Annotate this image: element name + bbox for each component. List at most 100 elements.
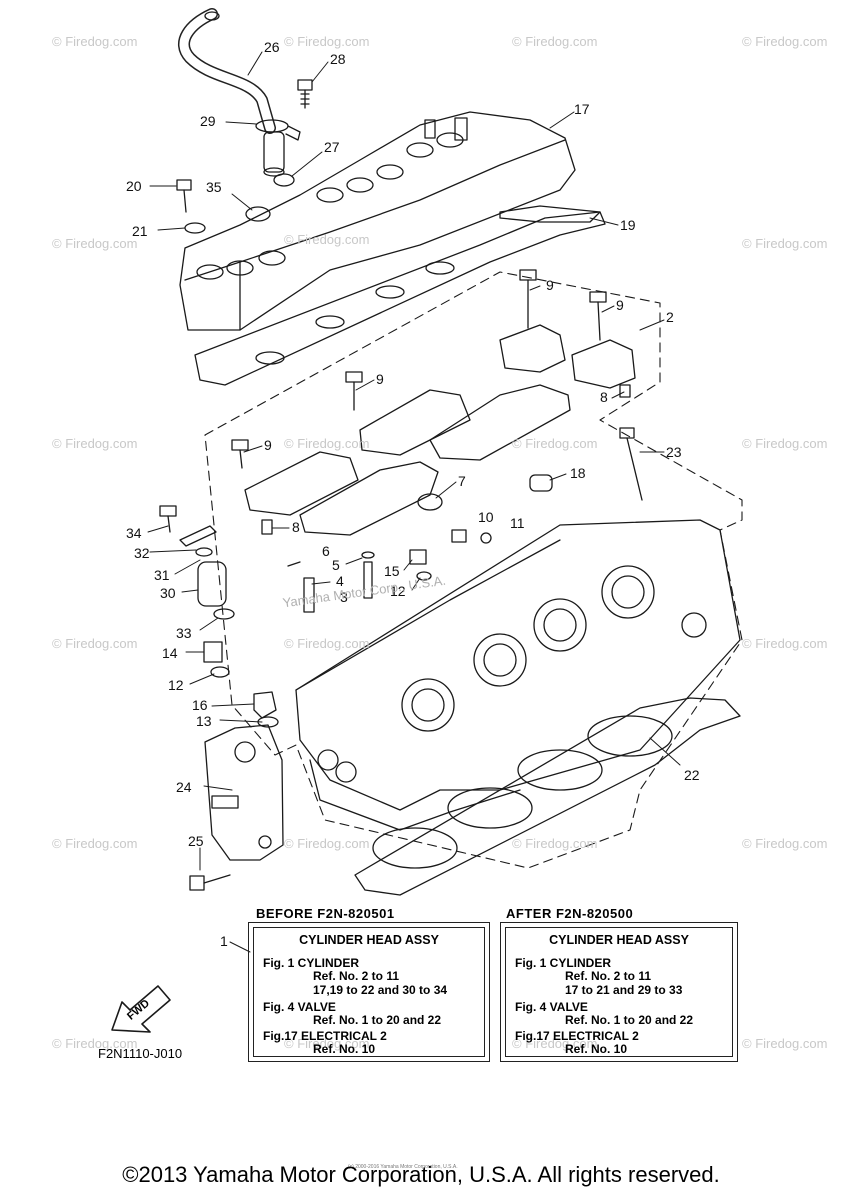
before-box-title: CYLINDER HEAD ASSY xyxy=(299,933,439,947)
callout-34: 34 xyxy=(126,525,142,541)
cam-cap-lower xyxy=(231,439,439,536)
callout-21: 21 xyxy=(132,223,148,239)
watermark-14: © Firedog.com xyxy=(742,636,828,651)
before-box: CYLINDER HEAD ASSY Fig. 1 CYLINDER Ref. … xyxy=(248,922,490,1062)
watermark-22: © Firedog.com xyxy=(742,1036,828,1051)
hose-clamp xyxy=(255,119,301,177)
watermark-7: © Firedog.com xyxy=(742,236,828,251)
callout-31: 31 xyxy=(154,567,170,583)
watermark-16: © Firedog.com xyxy=(284,836,370,851)
callout-10: 10 xyxy=(478,509,494,525)
callout-14: 14 xyxy=(162,645,178,661)
left-parts xyxy=(159,505,279,728)
before-line-5: Ref. No. 1 to 20 and 22 xyxy=(313,1013,442,1027)
callout-4: 4 xyxy=(336,573,344,589)
pin-6 xyxy=(287,561,301,567)
watermark-20: © Firedog.com xyxy=(284,1036,370,1051)
watermark-12: © Firedog.com xyxy=(52,636,138,651)
leader-lines xyxy=(147,51,681,953)
callout-25: 25 xyxy=(188,833,204,849)
callout-32: 32 xyxy=(134,545,150,561)
callout-29: 29 xyxy=(200,113,216,129)
watermark-10: © Firedog.com xyxy=(512,436,598,451)
plate-24 xyxy=(189,724,284,891)
watermark-4: © Firedog.com xyxy=(742,34,828,49)
before-line-4: Fig. 4 VALVE xyxy=(263,1000,336,1014)
watermark-21: © Firedog.com xyxy=(512,1036,598,1051)
before-line-2: Ref. No. 2 to 11 xyxy=(313,969,400,983)
after-line-7: Ref. No. 10 xyxy=(565,1042,628,1056)
callout-8b: 8 xyxy=(292,519,300,535)
cam-cap-middle xyxy=(345,371,571,461)
callout-16: 16 xyxy=(192,697,208,713)
head-cover xyxy=(179,111,576,331)
callout-9b: 9 xyxy=(616,297,624,313)
after-line-6: Fig.17 ELECTRICAL 2 xyxy=(515,1029,639,1043)
small-copyright: (c) 2000-2016 Yamaha Motor Corporation, … xyxy=(348,1164,458,1170)
callout-27: 27 xyxy=(324,139,340,155)
watermark-1: © Firedog.com xyxy=(52,34,138,49)
before-line-1: Fig. 1 CYLINDER xyxy=(263,956,360,970)
watermark-6: © Firedog.com xyxy=(284,232,370,247)
callout-3: 3 xyxy=(340,589,348,605)
watermark-9: © Firedog.com xyxy=(284,436,370,451)
callout-19: 19 xyxy=(620,217,636,233)
before-header: BEFORE F2N-820501 xyxy=(256,906,395,921)
watermark-2: © Firedog.com xyxy=(284,34,370,49)
callout-6: 6 xyxy=(322,543,330,559)
callout-1: 1 xyxy=(220,933,228,949)
callout-30: 30 xyxy=(160,585,176,601)
clip-5 xyxy=(361,551,375,559)
callout-7: 7 xyxy=(458,473,466,489)
bolt-28 xyxy=(297,79,313,109)
callout-9d: 9 xyxy=(264,437,272,453)
nut-15 xyxy=(409,549,427,565)
after-box-inner xyxy=(505,927,733,1057)
after-line-5: Ref. No. 1 to 20 and 22 xyxy=(565,1013,694,1027)
head-gasket xyxy=(354,697,741,896)
callout-18: 18 xyxy=(570,465,586,481)
bolt-20 xyxy=(176,179,206,234)
callout-35: 35 xyxy=(206,179,222,195)
callout-17: 17 xyxy=(574,101,590,117)
watermark-17: © Firedog.com xyxy=(512,836,598,851)
after-header: AFTER F2N-820500 xyxy=(506,906,634,921)
callout-24: 24 xyxy=(176,779,192,795)
before-line-6: Fig.17 ELECTRICAL 2 xyxy=(263,1029,387,1043)
callout-13: 13 xyxy=(196,713,212,729)
callout-12b: 12 xyxy=(168,677,184,693)
callout-26: 26 xyxy=(264,39,280,55)
callout-28: 28 xyxy=(330,51,346,67)
sleeve-18 xyxy=(529,474,553,492)
callout-9c: 9 xyxy=(376,371,384,387)
cam-cap-2 xyxy=(499,269,636,398)
cylinder-head xyxy=(295,519,741,831)
watermark-13: © Firedog.com xyxy=(284,636,370,651)
after-line-1: Fig. 1 CYLINDER xyxy=(515,956,612,970)
watermark-11: © Firedog.com xyxy=(742,436,828,451)
grommet-35 xyxy=(245,206,271,222)
before-box-inner xyxy=(253,927,485,1057)
plug-7 xyxy=(417,493,443,511)
after-box-title: CYLINDER HEAD ASSY xyxy=(549,933,689,947)
callout-9a: 9 xyxy=(546,277,554,293)
callout-2: 2 xyxy=(666,309,674,325)
before-line-7: Ref. No. 10 xyxy=(313,1042,376,1056)
after-line-3: 17 to 21 and 29 to 33 xyxy=(565,983,683,997)
washer-12 xyxy=(416,571,432,581)
copyright-notice: ©2013 Yamaha Motor Corporation, U.S.A. A… xyxy=(122,1162,720,1187)
pipe-4 xyxy=(303,577,315,613)
figure-code: F2N1110-J010 xyxy=(98,1046,183,1061)
before-line-3: 17,19 to 22 and 30 to 34 xyxy=(313,983,448,997)
fwd-arrow-icon xyxy=(111,985,171,1033)
callout-12a: 12 xyxy=(390,583,406,599)
callout-11: 11 xyxy=(510,515,525,531)
after-box: CYLINDER HEAD ASSY Fig. 1 CYLINDER Ref. … xyxy=(500,922,738,1062)
bolt-23 xyxy=(619,427,643,501)
callout-20: 20 xyxy=(126,178,142,194)
after-line-4: Fig. 4 VALVE xyxy=(515,1000,588,1014)
screw-10 xyxy=(451,529,492,544)
watermark-18: © Firedog.com xyxy=(742,836,828,851)
callout-33: 33 xyxy=(176,625,192,641)
